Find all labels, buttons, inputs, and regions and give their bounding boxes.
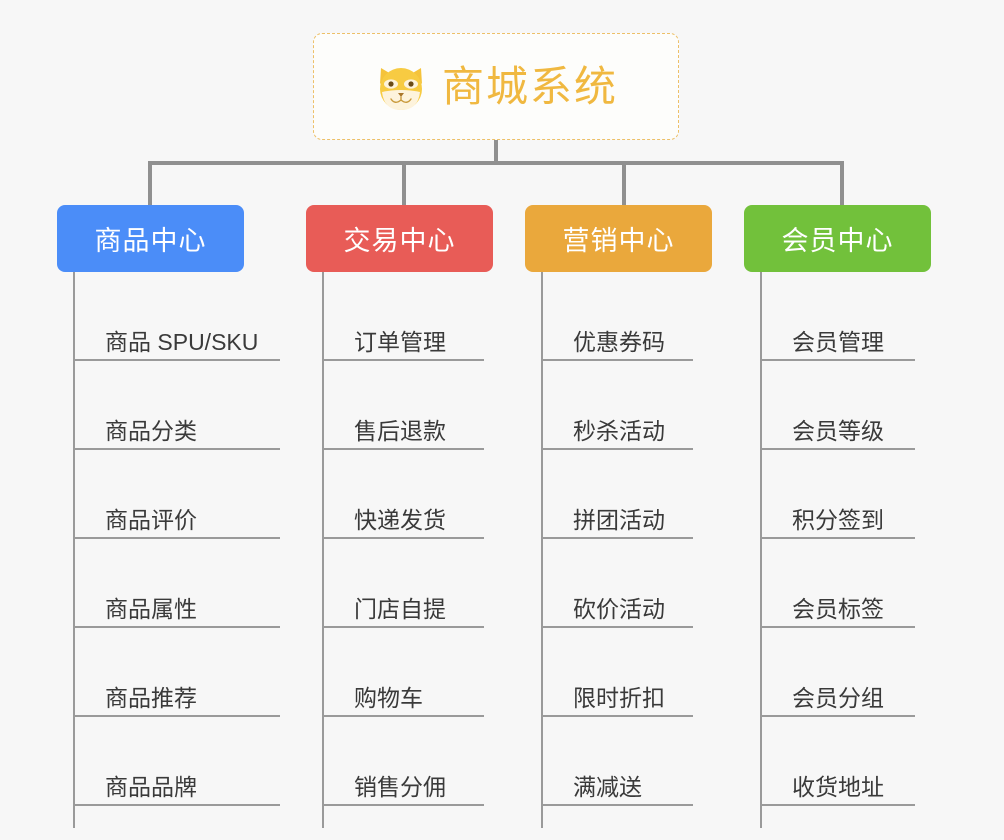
branch-spine-3 (541, 272, 543, 828)
leaf-label: 限时折扣 (573, 685, 665, 711)
category-label-4: 会员中心 (781, 226, 894, 256)
category-card-2[interactable]: 交易中心 (306, 205, 493, 272)
branch-1: 商品 SPU/SKU 商品分类 商品评价 商品属性 商品推荐 商品品牌 (73, 272, 280, 828)
leaf-item[interactable]: 满减送 (541, 717, 693, 806)
leaf-label: 砍价活动 (573, 596, 665, 622)
leaf-item[interactable]: 销售分佣 (322, 717, 484, 806)
leaf-item[interactable]: 售后退款 (322, 361, 484, 450)
category-label-1: 商品中心 (94, 226, 207, 256)
leaf-item[interactable]: 优惠券码 (541, 272, 693, 361)
leaf-item[interactable]: 砍价活动 (541, 539, 693, 628)
category-label-3: 营销中心 (562, 226, 675, 256)
leaf-item[interactable]: 订单管理 (322, 272, 484, 361)
leaf-item[interactable]: 积分签到 (760, 450, 915, 539)
leaf-label: 商品品牌 (105, 774, 197, 800)
leaf-label: 销售分佣 (354, 774, 446, 800)
leaf-label: 会员管理 (792, 329, 884, 355)
leaf-item[interactable]: 收货地址 (760, 717, 915, 806)
category-label-2: 交易中心 (343, 226, 456, 256)
root-title: 商城系统 (441, 62, 618, 110)
leaf-label: 购物车 (354, 685, 423, 711)
leaf-item[interactable]: 限时折扣 (541, 628, 693, 717)
category-card-1[interactable]: 商品中心 (57, 205, 244, 272)
leaf-item[interactable]: 拼团活动 (541, 450, 693, 539)
leaf-label: 商品属性 (105, 596, 197, 622)
leaf-item[interactable]: 快递发货 (322, 450, 484, 539)
connector-drop-3 (622, 161, 626, 205)
leaf-item[interactable]: 商品评价 (73, 450, 280, 539)
branch-2: 订单管理 售后退款 快递发货 门店自提 购物车 销售分佣 (322, 272, 484, 828)
leaf-item[interactable]: 商品 SPU/SKU (73, 272, 280, 361)
branch-4: 会员管理 会员等级 积分签到 会员标签 会员分组 收货地址 (760, 272, 915, 828)
category-card-3[interactable]: 营销中心 (525, 205, 712, 272)
branch-3: 优惠券码 秒杀活动 拼团活动 砍价活动 限时折扣 满减送 (541, 272, 693, 828)
connector-horizontal-bus (148, 161, 842, 165)
leaf-label: 优惠券码 (573, 329, 665, 355)
leaf-label: 积分签到 (792, 507, 884, 533)
leaf-label: 商品评价 (105, 507, 197, 533)
branch-spine-4 (760, 272, 762, 828)
leaf-label: 收货地址 (792, 774, 884, 800)
leaf-label: 订单管理 (354, 329, 446, 355)
leaf-item[interactable]: 会员分组 (760, 628, 915, 717)
leaf-label: 秒杀活动 (573, 418, 665, 444)
connector-drop-2 (402, 161, 406, 205)
connector-drop-1 (148, 161, 152, 205)
leaf-item[interactable]: 商品分类 (73, 361, 280, 450)
leaf-label: 会员标签 (792, 596, 884, 622)
leaf-label: 售后退款 (354, 418, 446, 444)
root-node[interactable]: 商城系统 (313, 33, 679, 140)
shiba-dog-face-icon (374, 62, 428, 112)
leaf-item[interactable]: 商品属性 (73, 539, 280, 628)
category-card-4[interactable]: 会员中心 (744, 205, 931, 272)
leaf-label: 商品 SPU/SKU (105, 329, 259, 355)
branch-spine-2 (322, 272, 324, 828)
leaf-label: 拼团活动 (573, 507, 665, 533)
branch-spine-1 (73, 272, 75, 828)
leaf-item[interactable]: 秒杀活动 (541, 361, 693, 450)
leaf-label: 门店自提 (354, 596, 446, 622)
leaf-item[interactable]: 门店自提 (322, 539, 484, 628)
connector-root-stem (494, 140, 498, 164)
leaf-label: 会员分组 (792, 685, 884, 711)
leaf-label: 快递发货 (354, 507, 446, 533)
leaf-label: 商品推荐 (105, 685, 197, 711)
connector-drop-4 (840, 161, 844, 205)
leaf-item[interactable]: 会员管理 (760, 272, 915, 361)
leaf-item[interactable]: 商品推荐 (73, 628, 280, 717)
leaf-label: 会员等级 (792, 418, 884, 444)
leaf-item[interactable]: 购物车 (322, 628, 484, 717)
leaf-label: 商品分类 (105, 418, 197, 444)
leaf-item[interactable]: 会员标签 (760, 539, 915, 628)
leaf-item[interactable]: 会员等级 (760, 361, 915, 450)
leaf-label: 满减送 (573, 774, 642, 800)
leaf-item[interactable]: 商品品牌 (73, 717, 280, 806)
